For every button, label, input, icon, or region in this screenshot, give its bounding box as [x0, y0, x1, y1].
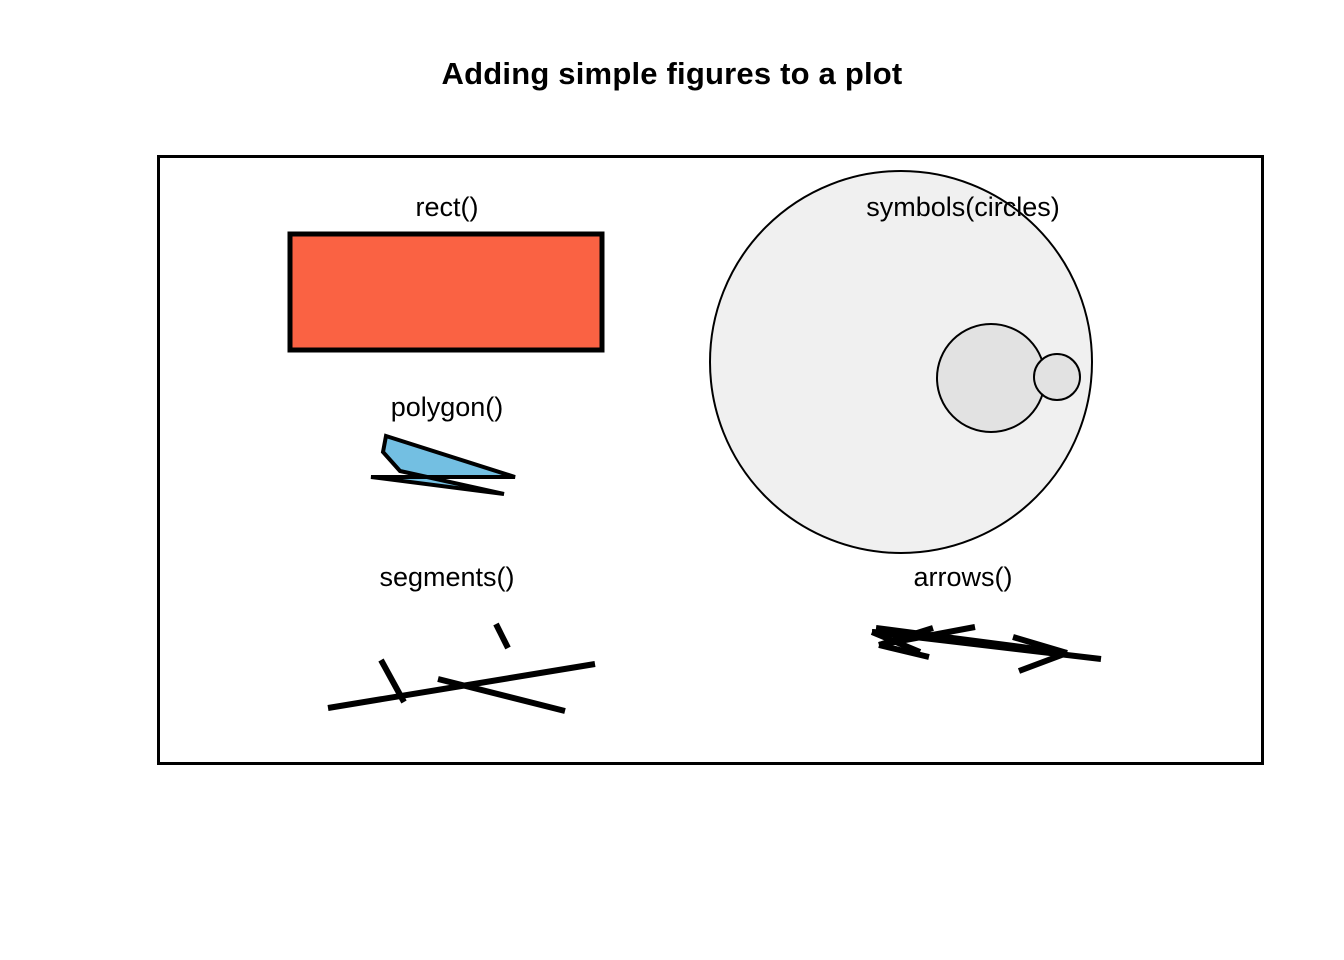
arrow-3 [875, 625, 1069, 674]
medium-circle [936, 323, 1046, 433]
segment-line-2 [378, 658, 407, 704]
symbols-circles-group: symbols(circles) [709, 170, 1093, 554]
polygon-group: polygon() [370, 392, 516, 496]
page-title: Adding simple figures to a plot [441, 56, 903, 91]
polygon-label: polygon() [391, 392, 504, 422]
symbols-label: symbols(circles) [866, 192, 1060, 222]
rect-group: rect() [287, 192, 605, 353]
rect-label: rect() [416, 192, 479, 222]
small-circle [1033, 353, 1081, 401]
segments-group [327, 622, 596, 714]
blue-polygon [370, 433, 516, 496]
plot-frame [157, 155, 1264, 765]
segment-line-3 [437, 676, 566, 714]
large-circle [709, 170, 1093, 554]
segments-label: segments() [379, 562, 514, 592]
arrows-label: arrows() [914, 562, 1013, 592]
orange-rectangle [287, 231, 605, 353]
arrows-group [870, 624, 1102, 674]
segment-line-4 [493, 622, 511, 650]
